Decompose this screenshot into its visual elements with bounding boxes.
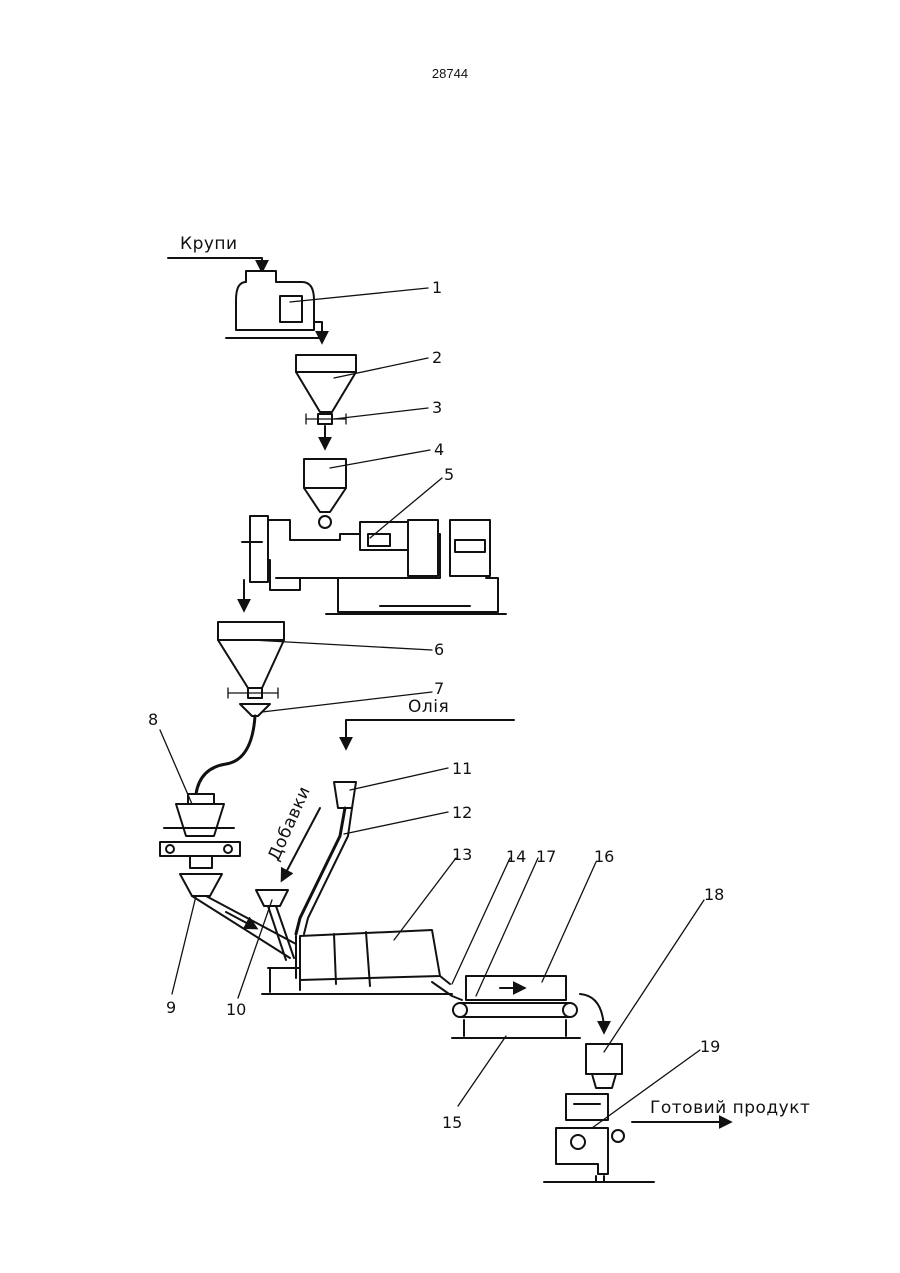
machine-1-cleaner — [226, 271, 324, 342]
callout-10: 10 — [226, 1000, 246, 1019]
transfer-arrow — [580, 994, 604, 1032]
callout-4: 4 — [434, 440, 444, 459]
outlet-chute-14 — [432, 982, 462, 1000]
callout-12: 12 — [452, 803, 472, 822]
grits-inflow-arrow — [168, 258, 262, 271]
packaging-machine-19 — [544, 1094, 654, 1182]
coating-drum-13 — [262, 930, 452, 994]
hopper-18 — [586, 1044, 622, 1088]
callout-13: 13 — [452, 845, 472, 864]
callout-16: 16 — [594, 847, 614, 866]
callout-17: 17 — [536, 847, 556, 866]
callout-8: 8 — [148, 710, 158, 729]
hopper-6 — [218, 622, 284, 688]
callout-5: 5 — [444, 465, 454, 484]
conveyor-dryer-15-16-17 — [452, 976, 580, 1038]
feeder-7 — [196, 688, 278, 794]
callout-14: 14 — [506, 847, 526, 866]
hopper-2 — [296, 355, 356, 412]
callout-9: 9 — [166, 998, 176, 1017]
grinder-8 — [160, 794, 240, 868]
callout-6: 6 — [434, 640, 444, 659]
callout-15: 15 — [442, 1113, 462, 1132]
callout-3: 3 — [432, 398, 442, 417]
label-additives: Добавки — [264, 783, 315, 864]
callout-19: 19 — [700, 1037, 720, 1056]
label-oil: Олія — [408, 697, 449, 717]
extruder-4-5 — [242, 459, 506, 614]
feeder-3 — [306, 414, 346, 448]
label-grits: Крупи — [180, 234, 238, 254]
callout-7: 7 — [434, 679, 444, 698]
callout-1: 1 — [432, 278, 442, 297]
callout-18: 18 — [704, 885, 724, 904]
callout-2: 2 — [432, 348, 442, 367]
callout-11: 11 — [452, 759, 472, 778]
label-finished-product: Готовий продукт — [650, 1098, 810, 1118]
oil-inflow-arrow — [346, 720, 514, 748]
